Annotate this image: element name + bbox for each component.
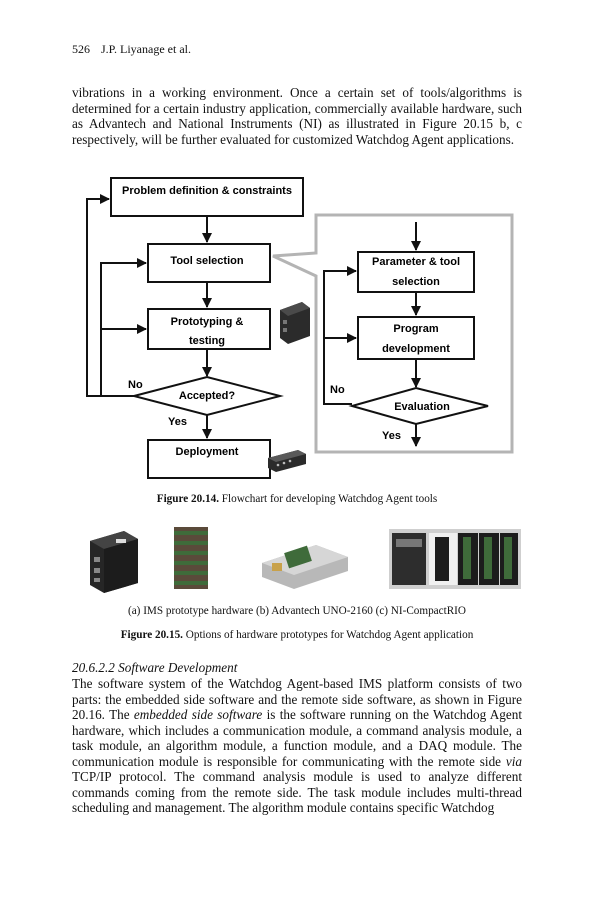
program-development-box [357, 316, 475, 360]
figure-20-15-caption: Figure 20.15. Options of hardware protot… [72, 629, 522, 641]
advantech-uno-2160-photo [262, 545, 348, 589]
feedback-line-outer [86, 194, 134, 397]
program-label-line2: development [382, 343, 450, 355]
paragraph-2-part-2: is the software running on the Watchdog … [72, 707, 523, 769]
evaluation-diamond [348, 386, 489, 426]
no-label-left: No [128, 379, 143, 391]
section-heading: 20.6.2.2 Software Development [72, 660, 238, 675]
problem-definition-label: Problem definition & constraints [122, 185, 292, 197]
paragraph-2-italic-1: embedded side software [133, 707, 263, 722]
deployment-box [147, 439, 271, 479]
paragraph-2-italic-2: via [505, 753, 522, 769]
problem-definition-box [110, 177, 304, 217]
flowchart-figure-20-14: Problem definition & constraints Tool se… [86, 177, 514, 479]
running-head-authors: J.P. Liyanage et al. [101, 42, 191, 56]
ims-prototype-photo [90, 531, 138, 593]
deployment-label: Deployment [176, 446, 239, 458]
evaluation-label: Evaluation [394, 401, 450, 413]
accepted-diamond [130, 375, 284, 417]
figure-20-14-text: Flowchart for developing Watchdog Agent … [219, 493, 438, 505]
figure-20-15-text: Options of hardware prototypes for Watch… [182, 629, 474, 641]
figure-20-15-subcaption: (a) IMS prototype hardware (b) Advantech… [127, 605, 466, 617]
parameter-label-line1: Parameter & tool [372, 256, 460, 268]
hardware-photo-row [90, 527, 521, 593]
prototyping-box [147, 308, 271, 350]
body-paragraph-1: vibrations in a working environment. Onc… [72, 85, 522, 147]
tool-selection-box [147, 243, 271, 283]
body-paragraph-2: The software system of the Watchdog Agen… [72, 676, 522, 816]
tool-selection-label: Tool selection [170, 255, 243, 267]
stacked-board-photo [174, 527, 208, 589]
parameter-label-line2: selection [392, 276, 440, 288]
no-label-right: No [330, 384, 345, 396]
running-head: 526 J.P. Liyanage et al. [72, 42, 191, 57]
figure-20-14-caption: Figure 20.14. Flowchart for developing W… [72, 493, 522, 505]
prototyping-label-line1: Prototyping & [171, 316, 244, 328]
accepted-label: Accepted? [179, 390, 236, 402]
prototyping-label-line2: testing [189, 335, 225, 347]
page-number: 526 [72, 42, 90, 56]
parameter-selection-box [357, 251, 475, 293]
yes-label-right: Yes [382, 430, 401, 442]
program-label-line1: Program [393, 323, 438, 335]
zoom-frame [272, 213, 514, 454]
deployment-hardware-image [268, 450, 306, 472]
paragraph-2-part-3: TCP/IP protocol. The command analysis mo… [72, 769, 522, 815]
figure-20-14-label: Figure 20.14. [156, 493, 219, 505]
feedback-line-inner [100, 258, 147, 396]
ni-compactrio-photo [389, 529, 521, 589]
figure-20-15-label: Figure 20.15. [120, 629, 183, 641]
paragraph-2-part-1: The software system of the Watchdog Agen… [72, 676, 522, 722]
prototype-hardware-image [280, 302, 310, 344]
yes-label-left: Yes [168, 416, 187, 428]
